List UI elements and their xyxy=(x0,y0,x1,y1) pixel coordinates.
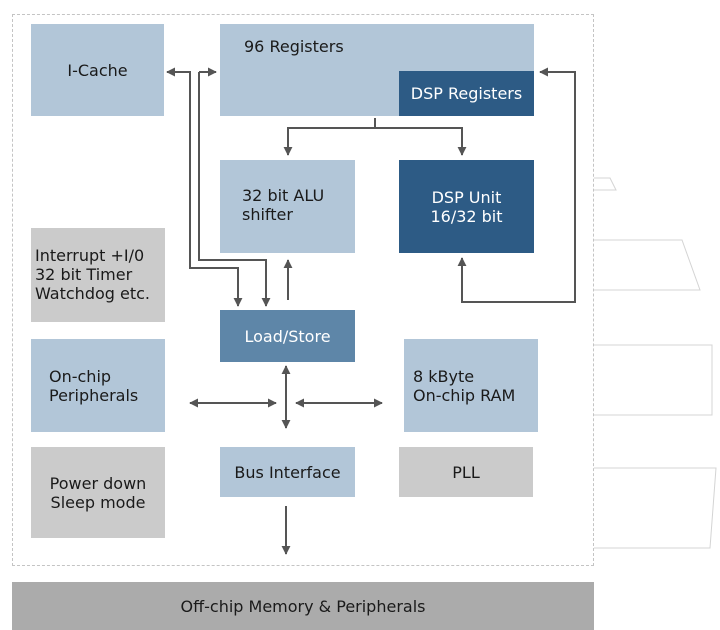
power-down-block: Power down Sleep mode xyxy=(31,447,165,538)
icache-load-store-line xyxy=(184,71,243,307)
onchip-ram-label: 8 kByte On-chip RAM xyxy=(413,367,516,405)
offchip-memory-bar: Off-chip Memory & Peripherals xyxy=(12,582,594,630)
power-down-label: Power down Sleep mode xyxy=(49,473,147,512)
interrupt-block: Interrupt +I/0 32 bit Timer Watchdog etc… xyxy=(31,228,165,322)
registers-split-stem xyxy=(283,118,376,156)
background-outline-2 xyxy=(594,239,701,291)
pll-label: PLL xyxy=(452,462,480,482)
offchip-memory-label: Off-chip Memory & Peripherals xyxy=(180,596,426,616)
registers-dsp-unit-arrow xyxy=(375,127,467,156)
background-outline-1 xyxy=(594,177,617,191)
alu-label: 32 bit ALU shifter xyxy=(242,186,325,224)
icache-block: I-Cache xyxy=(31,24,164,116)
bus-interface-block: Bus Interface xyxy=(220,447,355,497)
alu-block: 32 bit ALU shifter xyxy=(220,160,355,253)
interrupt-label: Interrupt +I/0 32 bit Timer Watchdog etc… xyxy=(35,246,150,303)
background-outline-3 xyxy=(594,344,713,416)
onchip-peripherals-block: On-chip Peripherals xyxy=(31,339,165,432)
onchip-peripherals-label: On-chip Peripherals xyxy=(49,367,139,405)
pll-block: PLL xyxy=(399,447,533,497)
registers-load-store-line xyxy=(198,72,271,307)
registers-label: 96 Registers xyxy=(244,37,344,56)
chip-boundary xyxy=(12,14,594,566)
onchip-ram-block: 8 kByte On-chip RAM xyxy=(404,339,538,432)
bus-interface-label: Bus Interface xyxy=(234,462,341,482)
icache-label: I-Cache xyxy=(67,60,128,80)
load-store-label: Load/Store xyxy=(244,326,331,346)
load-store-block: Load/Store xyxy=(220,310,355,362)
dsp-feedback-loop xyxy=(457,67,576,303)
background-outline-4 xyxy=(594,467,717,549)
